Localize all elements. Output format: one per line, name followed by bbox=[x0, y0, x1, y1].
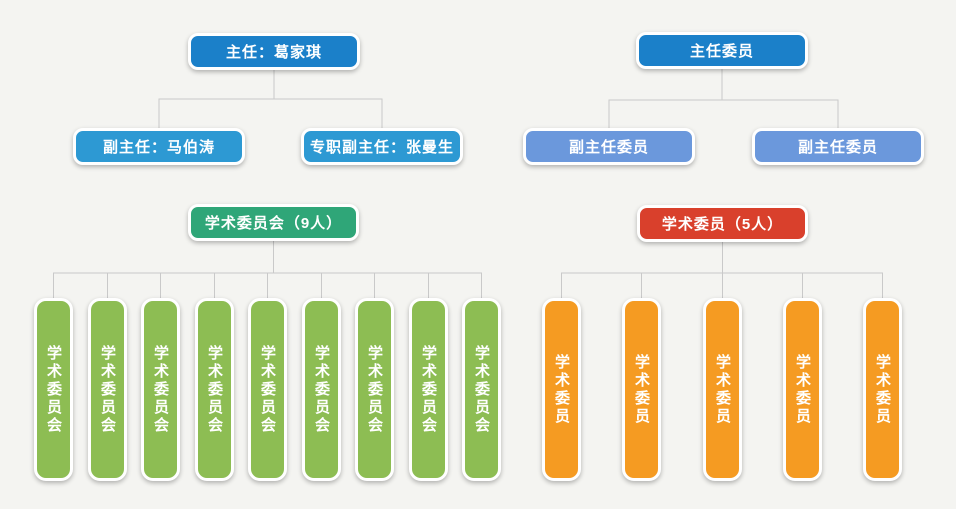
academic-member-column-3: 学术委员 bbox=[703, 298, 742, 481]
connector-academic-members bbox=[561, 241, 883, 299]
org-node-deputy-director-1: 副主任：马伯涛 bbox=[73, 128, 245, 165]
org-node-vice-chair-member-2: 副主任委员 bbox=[752, 128, 924, 165]
org-node-director: 主任：葛家琪 bbox=[188, 33, 360, 70]
academic-committee-column-9: 学术委员会 bbox=[462, 298, 501, 481]
academic-committee-column-1: 学术委员会 bbox=[34, 298, 73, 481]
connector-academic-committee bbox=[53, 241, 482, 299]
academic-member-column-1: 学术委员 bbox=[542, 298, 581, 481]
academic-committee-column-8: 学术委员会 bbox=[409, 298, 448, 481]
connector-group bbox=[53, 69, 883, 299]
org-node-academic-committee-root: 学术委员会（9人） bbox=[188, 204, 359, 241]
academic-committee-column-3: 学术委员会 bbox=[141, 298, 180, 481]
connector-design-office bbox=[158, 70, 383, 128]
academic-committee-column-2: 学术委员会 bbox=[88, 298, 127, 481]
academic-committee-column-7: 学术委员会 bbox=[355, 298, 394, 481]
org-node-deputy-director-2: 专职副主任：张曼生 bbox=[301, 128, 463, 165]
academic-committee-column-6: 学术委员会 bbox=[302, 298, 341, 481]
academic-committee-column-5: 学术委员会 bbox=[248, 298, 287, 481]
academic-member-column-4: 学术委员 bbox=[783, 298, 822, 481]
org-node-chair-member: 主任委员 bbox=[636, 32, 808, 69]
academic-committee-column-4: 学术委员会 bbox=[195, 298, 234, 481]
connector-committee-board bbox=[608, 69, 839, 128]
org-node-vice-chair-member-1: 副主任委员 bbox=[523, 128, 695, 165]
academic-member-column-5: 学术委员 bbox=[863, 298, 902, 481]
org-node-academic-members-root: 学术委员（5人） bbox=[637, 205, 808, 242]
academic-member-column-2: 学术委员 bbox=[622, 298, 661, 481]
